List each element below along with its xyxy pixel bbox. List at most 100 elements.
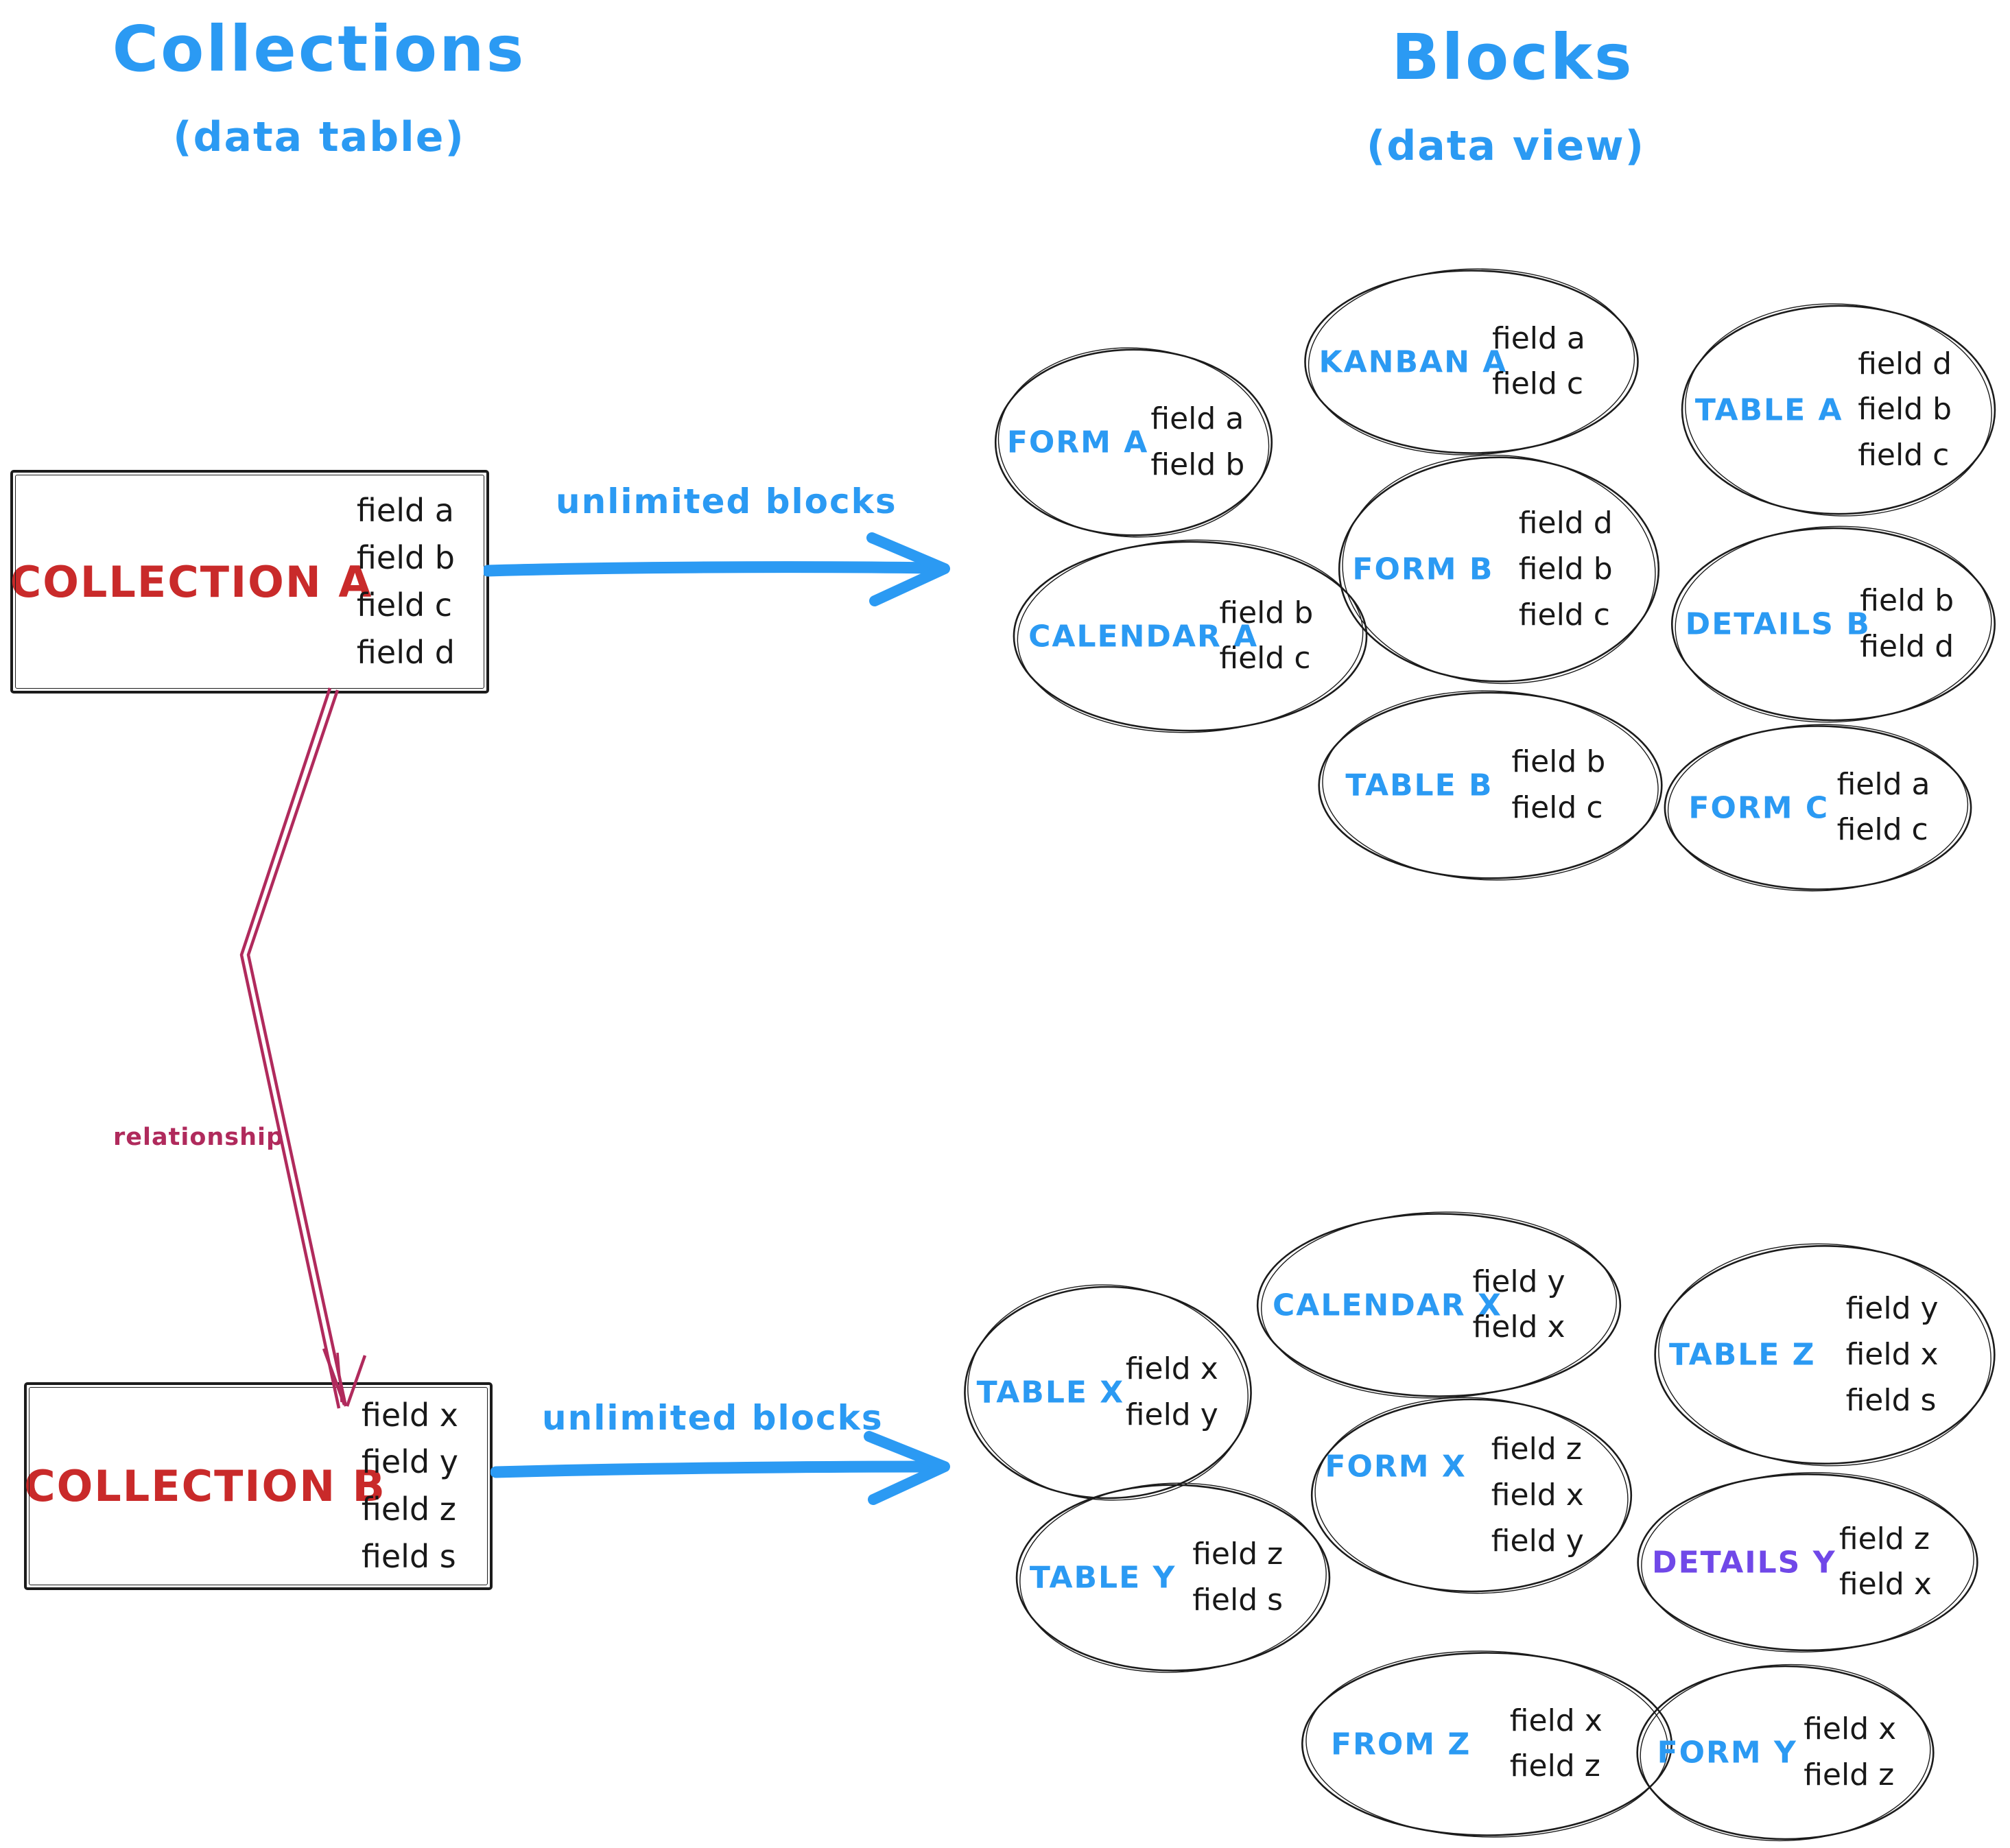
collection-a-field: field c (356, 587, 453, 624)
collection-b-field: field s (361, 1538, 456, 1576)
block-label: CALENDAR X (1272, 1288, 1502, 1323)
block-table-a: TABLE A field d field b field c (1677, 298, 2000, 521)
block-fields: field x field y (1126, 1351, 1218, 1434)
block-field: field c (1511, 790, 1603, 825)
block-fields: field b field c (1511, 744, 1605, 827)
block-fields: field z field s (1192, 1537, 1283, 1619)
block-fields: field a field b (1150, 401, 1244, 484)
ellipse-outline (1314, 686, 1667, 885)
block-label: FORM Y (1657, 1735, 1797, 1770)
ellipse-outline (1334, 449, 1664, 689)
block-label: FORM X (1325, 1449, 1467, 1484)
unlimited-blocks-arrow-a (482, 519, 964, 621)
block-field: field x (1804, 1711, 1897, 1747)
collection-a-field: field d (356, 633, 455, 671)
block-label: TABLE A (1694, 392, 1843, 427)
block-fields: field y field x (1473, 1264, 1565, 1347)
block-label: FORM A (1006, 425, 1149, 460)
collection-a-field: field a (356, 492, 454, 530)
collection-b-field: field z (361, 1491, 456, 1528)
ellipse-outline (1667, 521, 2000, 727)
collection-b-field: field x (361, 1396, 458, 1434)
collection-a-name: COLLECTION A (10, 556, 373, 607)
relationship-line (246, 689, 348, 1407)
block-field: field a (1492, 320, 1585, 356)
block-field: field c (1492, 366, 1584, 402)
block-field: field s (1845, 1382, 1937, 1418)
collection-b-fields: field x field y field z field s (362, 1397, 458, 1576)
block-field: field b (1150, 447, 1245, 482)
collection-a-fields: field a field b field c field d (357, 493, 455, 671)
block-label: KANBAN A (1319, 344, 1508, 379)
ellipse-outline (1300, 264, 1643, 460)
block-field: field b (1219, 595, 1314, 630)
block-field: field c (1858, 437, 1950, 473)
collections-subtitle: (data table) (173, 113, 465, 161)
block-label: TABLE Z (1669, 1337, 1816, 1373)
block-form-b: FORM B field d field b field c (1334, 449, 1664, 689)
collection-a-box: COLLECTION A field a field b field c fie… (10, 470, 489, 694)
ellipse-outline (1307, 1393, 1636, 1598)
arrow-shaft (490, 1460, 936, 1478)
block-fields: field d field b field c (1519, 506, 1613, 633)
block-label: DETAILS Y (1652, 1545, 1836, 1580)
ellipse-outline (1677, 298, 2000, 521)
relationship-arrowhead (336, 1352, 343, 1403)
block-table-x: TABLE X field x field y (960, 1279, 1255, 1506)
block-form-a: FORM A field a field b (991, 343, 1276, 542)
block-form-c: FORM C field a field c (1660, 720, 1976, 895)
block-fields: field d field b field c (1858, 346, 1952, 473)
block-field: field b (1858, 392, 1952, 427)
block-field: field s (1192, 1583, 1284, 1618)
block-fields: field x field z (1510, 1703, 1603, 1786)
block-field: field x (1491, 1477, 1584, 1513)
ellipse-outline (1012, 1478, 1334, 1677)
collection-b-field: field y (361, 1443, 458, 1481)
block-fields: field b field c (1219, 595, 1313, 678)
block-label: DETAILS B (1685, 606, 1871, 642)
block-label: FORM B (1352, 552, 1494, 587)
block-field: field b (1511, 744, 1606, 780)
block-field: field y (1125, 1397, 1218, 1432)
block-field: field y (1472, 1264, 1565, 1299)
relationship-line (239, 687, 341, 1409)
block-field: field z (1491, 1431, 1582, 1467)
block-calendar-a: CALENDAR A field b field c (1008, 535, 1372, 737)
block-label: TABLE Y (1029, 1560, 1177, 1596)
collection-a-field: field b (356, 539, 455, 577)
ellipse-outline (991, 343, 1276, 542)
block-fields: field x field z (1804, 1711, 1896, 1794)
block-details-y: DETAILS Y field z field x (1633, 1468, 1983, 1657)
ellipse-outline (1252, 1207, 1626, 1403)
block-fields: field b field d (1860, 583, 1954, 665)
block-field: field b (1860, 583, 1954, 619)
block-field: field d (1858, 346, 1952, 381)
block-kanban-a: KANBAN A field a field c (1300, 264, 1643, 460)
block-label: TABLE B (1345, 768, 1493, 803)
block-fields: field a field c (1837, 767, 1930, 849)
block-field: field d (1860, 629, 1954, 664)
block-field: field y (1491, 1523, 1584, 1559)
block-fields: field z field x (1839, 1521, 1932, 1604)
block-field: field y (1845, 1290, 1939, 1326)
block-label: TABLE X (976, 1375, 1125, 1410)
block-field: field d (1518, 505, 1613, 541)
unlimited-blocks-label-b: unlimited blocks (542, 1398, 884, 1438)
collection-b-name: COLLECTION B (24, 1461, 386, 1511)
block-label: FORM C (1688, 790, 1830, 825)
block-field: field c (1518, 597, 1610, 632)
block-field: field a (1836, 766, 1930, 802)
block-table-b: TABLE B field b field c (1314, 686, 1667, 885)
block-calendar-x: CALENDAR X field y field x (1252, 1207, 1626, 1403)
block-from-z: FROM Z field x field z (1297, 1646, 1677, 1842)
block-field: field c (1219, 641, 1311, 676)
unlimited-blocks-arrow-b (490, 1419, 964, 1521)
ellipse-outline (1650, 1238, 2000, 1471)
ellipse-outline (960, 1279, 1255, 1506)
block-fields: field z field x field y (1491, 1432, 1584, 1559)
block-field: field b (1518, 551, 1613, 587)
collection-b-box: COLLECTION B field x field y field z fie… (24, 1382, 493, 1590)
block-field: field x (1838, 1567, 1932, 1602)
block-label: CALENDAR A (1028, 619, 1259, 654)
